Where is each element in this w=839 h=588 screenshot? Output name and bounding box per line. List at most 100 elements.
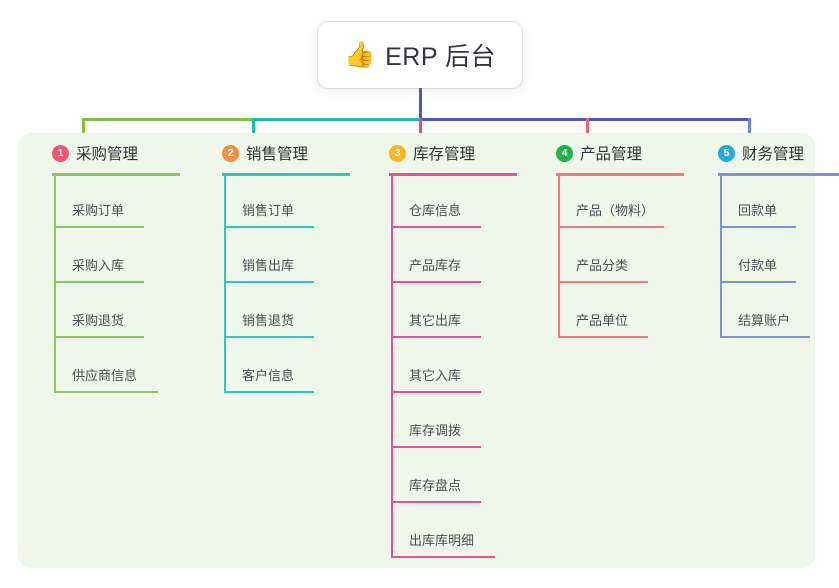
list-item[interactable]: 付款单: [720, 228, 839, 283]
list-item-underline: [558, 281, 648, 283]
list-item-label: 回款单: [738, 203, 778, 218]
column-header-label: 库存管理: [413, 146, 476, 163]
column-header-product[interactable]: 4 产品管理: [538, 133, 698, 173]
column-header-label: 产品管理: [580, 146, 643, 163]
root-node[interactable]: 👍 ERP 后台: [318, 22, 522, 88]
column-item-list: 销售订单销售出库销售退货客户信息: [224, 173, 364, 393]
list-item-label: 结算账户: [738, 313, 791, 328]
list-item-label: 仓库信息: [409, 203, 462, 218]
list-item[interactable]: 产品单位: [558, 283, 698, 338]
bus-segment-green: [82, 118, 252, 121]
column-header-label: 销售管理: [246, 146, 309, 163]
list-item[interactable]: 采购入库: [54, 228, 194, 283]
list-item[interactable]: 产品（物料）: [558, 173, 698, 228]
number-badge-icon: 2: [222, 144, 239, 162]
drop-stub-1: [82, 118, 85, 144]
list-item[interactable]: 客户信息: [224, 338, 364, 393]
list-item[interactable]: 出库库明细: [391, 503, 531, 558]
list-item[interactable]: 销售出库: [224, 228, 364, 283]
list-item-label: 产品（物料）: [576, 203, 655, 218]
list-item[interactable]: 其它入库: [391, 338, 531, 393]
list-item-label: 其它入库: [409, 368, 462, 383]
list-item-label: 产品单位: [576, 313, 629, 328]
list-item[interactable]: 供应商信息: [54, 338, 194, 393]
list-item-label: 产品分类: [576, 258, 629, 273]
list-item-label: 供应商信息: [72, 368, 138, 383]
number-badge-icon: 1: [52, 144, 69, 162]
list-item-underline: [391, 391, 481, 393]
column-spine: [558, 173, 560, 338]
list-item-label: 采购入库: [72, 258, 125, 273]
list-item[interactable]: 产品分类: [558, 228, 698, 283]
list-item-underline: [391, 226, 481, 228]
column-item-list: 回款单付款单结算账户: [720, 173, 839, 338]
list-item-underline: [54, 281, 144, 283]
list-item[interactable]: 销售退货: [224, 283, 364, 338]
list-item[interactable]: 采购退货: [54, 283, 194, 338]
drop-stub-2: [252, 118, 255, 144]
column-header-label: 财务管理: [742, 146, 805, 163]
column-header-sales[interactable]: 2 销售管理: [204, 133, 364, 173]
list-item-underline: [54, 226, 144, 228]
column-header-inventory[interactable]: 3 库存管理: [371, 133, 531, 173]
list-item[interactable]: 仓库信息: [391, 173, 531, 228]
list-item[interactable]: 销售订单: [224, 173, 364, 228]
list-item-underline: [391, 556, 495, 558]
column-spine: [720, 173, 722, 338]
list-item-label: 采购订单: [72, 203, 125, 218]
list-item-underline: [558, 226, 664, 228]
list-item[interactable]: 产品库存: [391, 228, 531, 283]
number-badge-icon: 4: [556, 144, 573, 162]
list-item-underline: [224, 391, 314, 393]
column-header-purchase[interactable]: 1 采购管理: [34, 133, 194, 173]
bus-segment-teal: [252, 118, 419, 121]
column-header-underline: [718, 173, 839, 176]
list-item[interactable]: 结算账户: [720, 283, 839, 338]
list-item[interactable]: 回款单: [720, 173, 839, 228]
list-item-label: 客户信息: [242, 368, 295, 383]
column-spine: [54, 173, 56, 393]
list-item-underline: [391, 336, 481, 338]
list-item-label: 付款单: [738, 258, 778, 273]
list-item-underline: [720, 281, 796, 283]
branch-panel: 1 采购管理采购订单采购入库采购退货供应商信息 2 销售管理销售订单销售出库销售退货客…: [18, 133, 839, 568]
list-item[interactable]: 库存调拨: [391, 393, 531, 448]
list-item-underline: [720, 336, 810, 338]
column-header-underline: [52, 173, 180, 176]
list-item-underline: [558, 336, 648, 338]
thumbs-up-icon: 👍: [343, 40, 376, 69]
list-item-underline: [391, 281, 481, 283]
number-badge-icon: 3: [389, 144, 406, 162]
column-spine: [224, 173, 226, 393]
list-item[interactable]: 其它出库: [391, 283, 531, 338]
list-item-label: 销售订单: [242, 203, 295, 218]
column-item-list: 产品（物料） 产品分类产品单位: [558, 173, 698, 338]
bus-segment-indigo: [419, 118, 749, 121]
list-item-underline: [720, 226, 796, 228]
column-header-label: 采购管理: [76, 146, 139, 163]
list-item-label: 产品库存: [409, 258, 462, 273]
column-item-list: 采购订单采购入库采购退货供应商信息: [54, 173, 194, 393]
list-item-label: 库存盘点: [409, 478, 462, 493]
drop-stub-4: [586, 118, 589, 144]
column-inventory: 3 库存管理仓库信息产品库存其它出库其它入库库存调拨库存盘点出库库明细: [371, 133, 531, 558]
root-connector-stub: [419, 88, 422, 120]
list-item-underline: [391, 446, 481, 448]
list-item-label: 其它出库: [409, 313, 462, 328]
column-header-underline: [389, 173, 517, 176]
list-item-underline: [391, 501, 481, 503]
list-item-label: 出库库明细: [409, 533, 475, 548]
list-item-underline: [54, 336, 144, 338]
column-item-list: 仓库信息产品库存其它出库其它入库库存调拨库存盘点出库库明细: [391, 173, 531, 558]
column-sales: 2 销售管理销售订单销售出库销售退货客户信息: [204, 133, 364, 393]
root-node-title: ERP 后台: [385, 43, 497, 71]
list-item[interactable]: 库存盘点: [391, 448, 531, 503]
list-item-label: 销售退货: [242, 313, 295, 328]
list-item[interactable]: 采购订单: [54, 173, 194, 228]
list-item-label: 采购退货: [72, 313, 125, 328]
list-item-label: 库存调拨: [409, 423, 462, 438]
drop-stub-3: [419, 118, 422, 144]
